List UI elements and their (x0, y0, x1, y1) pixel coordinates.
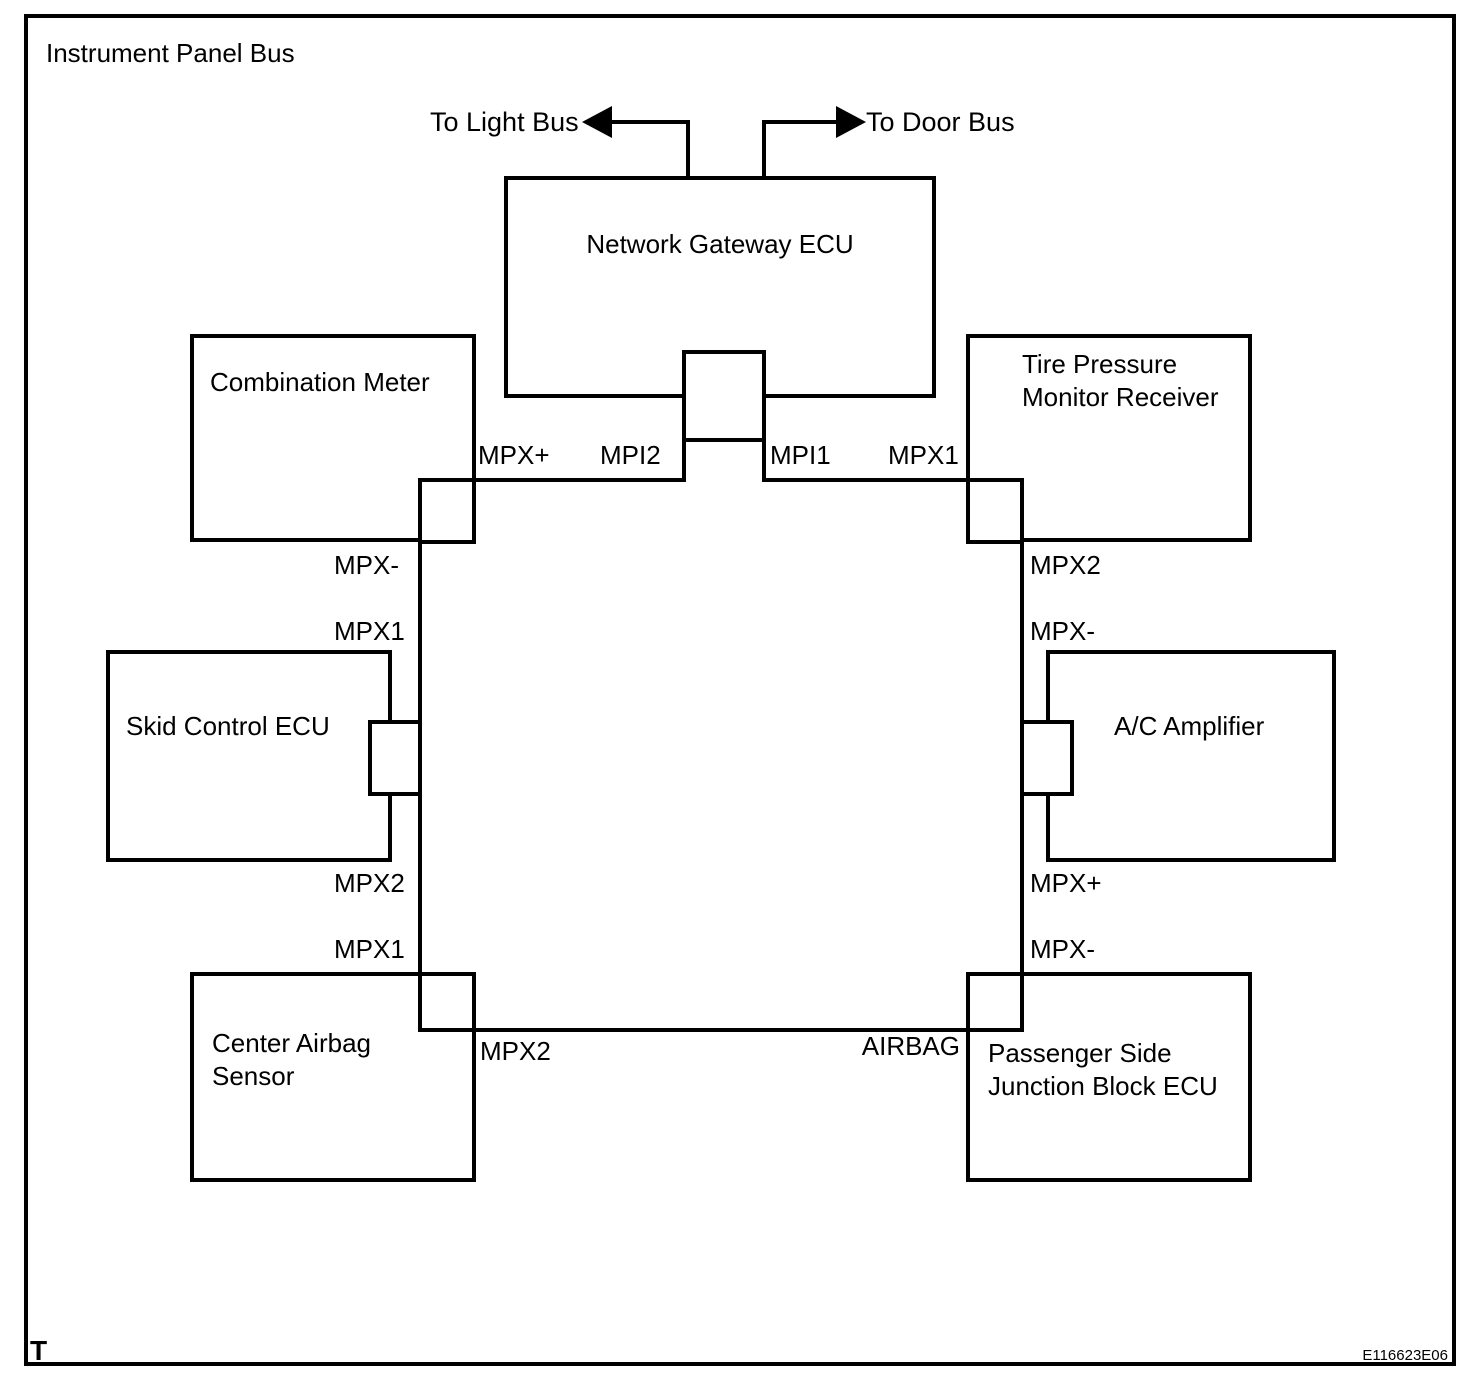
pin-label-combination-meter-mpx-minus: MPX- (334, 550, 399, 580)
page-title: Instrument Panel Bus (46, 38, 295, 68)
wire-skid-control-to-center-airbag (370, 792, 422, 1022)
wire-to-door-bus (762, 120, 836, 178)
external-link-label-light-bus: To Light Bus (430, 107, 579, 137)
pin-label-gateway-mpi2: MPI2 (600, 440, 661, 470)
pin-label-junction-block-mpx-minus: MPX- (1030, 934, 1095, 964)
node-label-tire-pressure-monitor-receiver-line2: Monitor Receiver (1022, 382, 1219, 412)
node-label-combination-meter: Combination Meter (210, 367, 430, 397)
pin-label-ac-amplifier-mpx-plus: MPX+ (1030, 868, 1102, 898)
pin-label-skid-control-mpx2: MPX2 (334, 868, 405, 898)
wire-gateway-to-tire-pressure-receiver (762, 396, 968, 482)
reference-code: E116623E06 (1362, 1347, 1448, 1364)
corner-mark: T (30, 1335, 47, 1366)
diagram-outer-frame (24, 14, 1456, 1366)
node-skid-control-ecu[interactable] (106, 650, 392, 862)
node-label-skid-control-ecu: Skid Control ECU (126, 711, 330, 741)
wire-to-light-bus (612, 120, 690, 178)
connector-network-gateway-ecu[interactable] (682, 350, 766, 442)
node-label-center-airbag-sensor-line1: Center Airbag (212, 1028, 371, 1058)
connector-combination-meter[interactable] (418, 478, 476, 544)
connector-center-airbag-sensor[interactable] (418, 972, 476, 1032)
pin-label-center-airbag-mpx1: MPX1 (334, 934, 405, 964)
node-tire-pressure-monitor-receiver[interactable] (966, 334, 1252, 542)
arrow-right-icon (836, 106, 866, 138)
wire-ac-amplifier-to-junction-block (1020, 792, 1072, 1022)
node-label-junction-block-line2: Junction Block ECU (988, 1071, 1218, 1101)
wire-gateway-to-combination-meter (474, 396, 686, 482)
node-label-center-airbag-sensor-line2: Sensor (212, 1061, 295, 1091)
connector-ac-amplifier[interactable] (1020, 720, 1074, 796)
pin-label-junction-block-airbag: AIRBAG (862, 1031, 960, 1061)
connector-tire-pressure-monitor-receiver[interactable] (966, 478, 1024, 544)
node-ac-amplifier[interactable] (1046, 650, 1336, 862)
connector-passenger-side-junction-block-ecu[interactable] (966, 972, 1024, 1032)
pin-label-tire-pressure-mpx1: MPX1 (888, 440, 959, 470)
pin-label-gateway-mpi1: MPI1 (770, 440, 831, 470)
arrow-left-icon (582, 106, 612, 138)
external-link-label-door-bus: To Door Bus (866, 107, 1015, 137)
pin-label-combination-meter-mpx-plus: MPX+ (478, 440, 550, 470)
node-label-network-gateway-ecu: Network Gateway ECU (586, 229, 853, 259)
node-label-junction-block-line1: Passenger Side (988, 1038, 1172, 1068)
pin-label-ac-amplifier-mpx-minus: MPX- (1030, 616, 1095, 646)
pin-label-skid-control-mpx1: MPX1 (334, 616, 405, 646)
pin-label-tire-pressure-mpx2: MPX2 (1030, 550, 1101, 580)
node-label-ac-amplifier: A/C Amplifier (1114, 711, 1265, 741)
pin-label-center-airbag-mpx2: MPX2 (480, 1036, 551, 1066)
connector-skid-control-ecu[interactable] (368, 720, 422, 796)
node-label-tire-pressure-monitor-receiver-line1: Tire Pressure (1022, 349, 1177, 379)
